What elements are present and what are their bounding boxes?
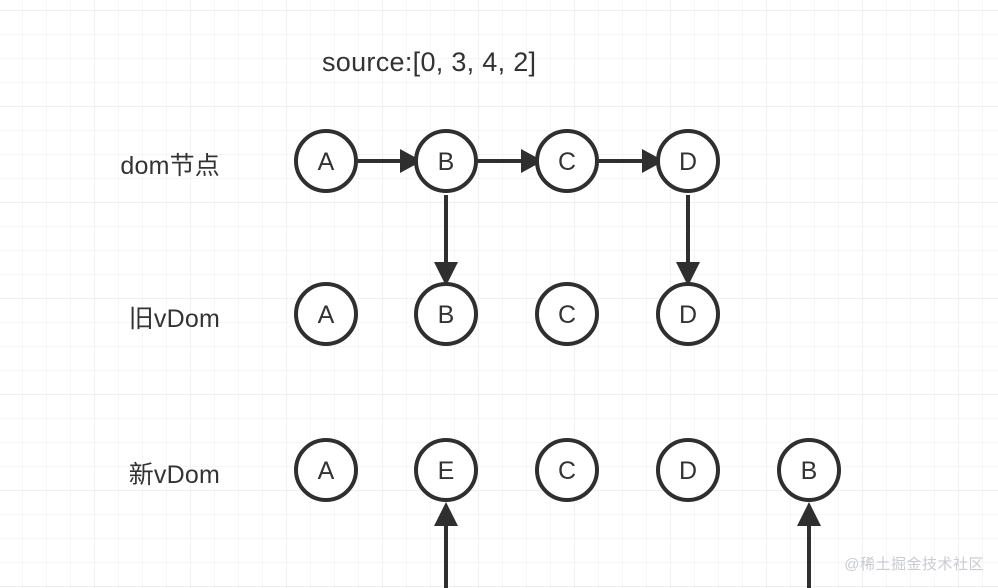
node-label: B xyxy=(801,457,818,485)
node-r3-a[interactable]: A xyxy=(294,438,358,502)
node-label: B xyxy=(438,301,455,329)
node-label: C xyxy=(558,148,576,176)
node-r1-b[interactable]: B xyxy=(414,129,478,193)
node-r3-b[interactable]: B xyxy=(777,438,841,502)
node-label: A xyxy=(318,457,335,485)
node-r1-a[interactable]: A xyxy=(294,129,358,193)
row-label-old-vdom: 旧vDom xyxy=(128,305,220,333)
node-r2-c[interactable]: C xyxy=(535,282,599,346)
node-r2-d[interactable]: D xyxy=(656,282,720,346)
edge-into-new-b xyxy=(797,502,821,588)
row-label-dom-nodes: dom节点 xyxy=(120,152,220,180)
watermark: @稀土掘金技术社区 xyxy=(844,556,984,573)
edge-a-to-b xyxy=(358,149,422,173)
node-label: E xyxy=(438,457,455,485)
node-label: D xyxy=(679,301,697,329)
diagram-title: source:[0, 3, 4, 2] xyxy=(322,47,537,77)
node-r3-d[interactable]: D xyxy=(656,438,720,502)
edge-b-to-c xyxy=(478,149,543,173)
edge-dom-d-to-old-d xyxy=(676,195,700,286)
edge-c-to-d xyxy=(599,149,664,173)
node-r3-e[interactable]: E xyxy=(414,438,478,502)
node-label: A xyxy=(318,148,335,176)
node-r3-c[interactable]: C xyxy=(535,438,599,502)
node-r1-d[interactable]: D xyxy=(656,129,720,193)
edge-into-new-e xyxy=(434,502,458,588)
node-r1-c[interactable]: C xyxy=(535,129,599,193)
node-label: C xyxy=(558,457,576,485)
node-r2-a[interactable]: A xyxy=(294,282,358,346)
node-label: D xyxy=(679,457,697,485)
node-label: A xyxy=(318,301,335,329)
node-label: C xyxy=(558,301,576,329)
edge-dom-b-to-old-b xyxy=(434,195,458,286)
node-label: D xyxy=(679,148,697,176)
node-r2-b[interactable]: B xyxy=(414,282,478,346)
row-label-new-vdom: 新vDom xyxy=(128,461,220,489)
node-label: B xyxy=(438,148,455,176)
